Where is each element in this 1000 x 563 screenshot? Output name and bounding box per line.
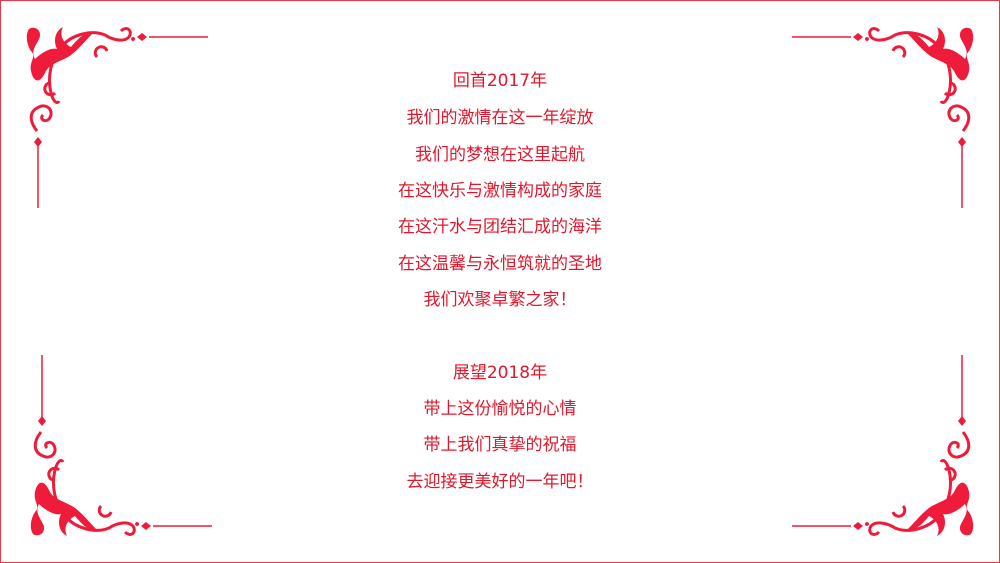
poem-line: 我们的激情在这一年绽放: [406, 108, 594, 128]
poem-line: 在这快乐与激情构成的家庭: [398, 181, 602, 201]
poem-line: 我们的梦想在这里起航: [415, 145, 585, 165]
poem-line: 在这温馨与永恒筑就的圣地: [398, 254, 602, 274]
poem-line: 带上这份愉悦的心情: [423, 399, 577, 419]
poem-line: 去迎接更美好的一年吧！: [406, 472, 594, 492]
poem-heading-2018: 展望2018年: [452, 363, 548, 383]
poem-line: 在这汗水与团结汇成的海洋: [398, 217, 602, 237]
poem-heading-2017: 回首2017年: [452, 71, 548, 91]
poem-line: 我们欢聚卓繁之家！: [423, 290, 577, 310]
poem-line: 带上我们真挚的祝福: [423, 435, 577, 455]
